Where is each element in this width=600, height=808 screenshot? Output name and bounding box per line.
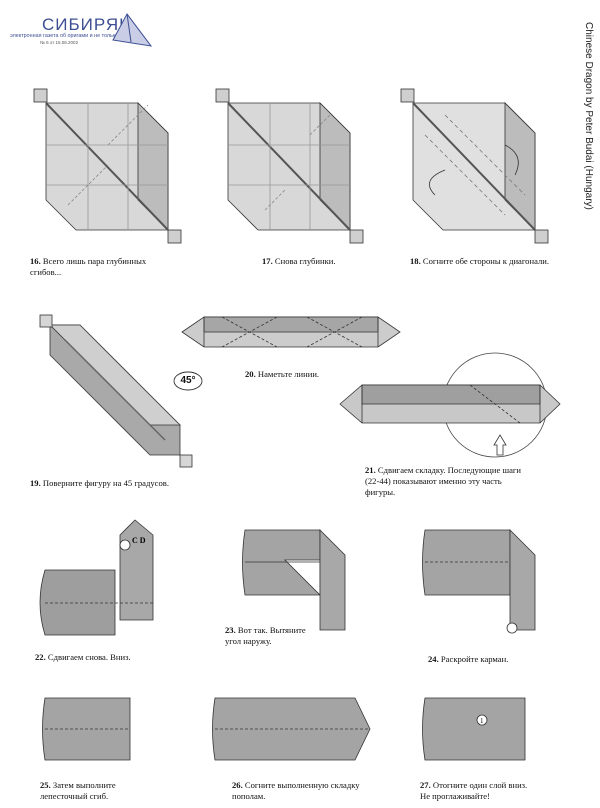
caption-24: 24. Раскройте карман. [428,654,509,664]
caption-27: 27. Отогните один слой вниз.Не проглажив… [420,780,528,801]
caption-22: 22. Сдвигаем снова. Вниз. [35,652,131,662]
diagram-20 [181,316,401,348]
diagram-19 [39,314,193,468]
logo-subtitle: электронная газета об оригами и не тольк… [10,33,119,39]
diagram-23 [242,529,346,631]
caption-20: 20. Наметьте линии. [245,369,320,379]
logo-crane-icon [112,13,153,47]
side-credit: Chinese Dragon by Peter Budai (Hungary) [583,22,594,210]
diagram-25 [42,697,131,761]
diagram-27: 1 [422,697,526,761]
logo-number: № 6 от 15.08.2002 [40,40,79,45]
diagram-18 [400,88,549,244]
diagram-24 [422,529,536,634]
diagram-17 [215,88,364,244]
diagram-21 [339,352,561,458]
logo-title: СИБИРЯК [42,15,131,34]
rotate-45-badge: 45° [172,370,204,392]
caption-19: 19. Поверните фигуру на 45 градусов. [30,478,169,488]
diagram-16 [33,88,182,244]
caption-18: 18. Согните обе стороны к диагонали. [410,256,550,266]
caption-17: 17. Снова глубинки. [262,256,336,266]
diagram-22: C D [39,519,154,636]
diagram-26 [212,697,371,761]
caption-21: 21. Сдвигаем складку. Последующие шаги (… [365,465,522,497]
circle-one-label: 1 [480,717,484,725]
cd-label: C D [132,536,146,545]
rotate-arrow-icon [173,371,203,391]
